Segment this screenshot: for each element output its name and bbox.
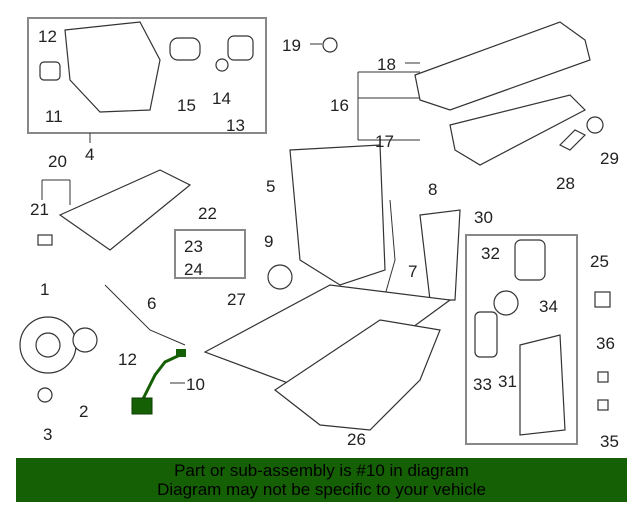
callout-28[interactable]: 28 xyxy=(556,174,575,193)
callout-15[interactable]: 15 xyxy=(177,96,196,115)
part-3 xyxy=(37,387,53,403)
oil-pan-gasket xyxy=(203,284,452,396)
callout-16[interactable]: 16 xyxy=(330,96,349,115)
callout-3[interactable]: 3 xyxy=(43,425,52,444)
callout-20[interactable]: 20 xyxy=(48,152,67,171)
callout-11[interactable]: 11 xyxy=(45,107,63,126)
callout-10[interactable]: 10 xyxy=(186,375,205,394)
part-14 xyxy=(215,58,229,72)
gasket-8 xyxy=(419,209,461,301)
callout-12b[interactable]: 12 xyxy=(118,350,137,369)
pulley-hub xyxy=(35,332,61,358)
vanos-housing xyxy=(64,21,161,113)
part-info-banner: Part or sub-assembly is #10 in diagram D… xyxy=(16,458,627,502)
callout-21[interactable]: 21 xyxy=(30,200,49,219)
callout-17[interactable]: 17 xyxy=(375,132,394,151)
engine-cover xyxy=(58,169,192,251)
timing-cover xyxy=(289,144,386,286)
valve-cover-gasket xyxy=(449,94,587,166)
part-19 xyxy=(322,37,338,53)
part-2 xyxy=(72,327,98,353)
callout-4[interactable]: 4 xyxy=(85,145,94,164)
seal-9 xyxy=(267,264,293,290)
callout-8[interactable]: 8 xyxy=(428,180,437,199)
oil-pan xyxy=(273,319,441,431)
callout-25[interactable]: 25 xyxy=(590,252,609,271)
group-box-4 xyxy=(27,17,267,134)
callout-27[interactable]: 27 xyxy=(227,290,246,309)
callout-9[interactable]: 9 xyxy=(264,232,273,251)
callout-12[interactable]: 12 xyxy=(38,27,57,46)
callout-7[interactable]: 7 xyxy=(408,262,417,281)
part-25 xyxy=(594,291,611,308)
callout-2[interactable]: 2 xyxy=(79,402,88,421)
gasket-7 xyxy=(384,199,396,296)
callout-36[interactable]: 36 xyxy=(596,334,615,353)
part-21 xyxy=(37,234,53,246)
callout-13[interactable]: 13 xyxy=(226,116,245,135)
callout-32[interactable]: 32 xyxy=(481,244,500,263)
part-10-sensor[interactable] xyxy=(131,349,186,415)
callout-6[interactable]: 6 xyxy=(147,294,156,313)
callout-14[interactable]: 14 xyxy=(212,89,231,108)
valve-cover xyxy=(414,21,591,111)
callout-1[interactable]: 1 xyxy=(40,280,49,299)
part-28 xyxy=(558,129,587,151)
housing-31 xyxy=(519,334,566,436)
group-box-30 xyxy=(465,234,578,445)
callout-30[interactable]: 30 xyxy=(474,208,493,227)
part-36 xyxy=(597,371,609,383)
callout-33[interactable]: 33 xyxy=(473,375,492,394)
banner-line-part: Part or sub-assembly is #10 in diagram xyxy=(174,461,469,480)
callout-29[interactable]: 29 xyxy=(600,149,619,168)
banner-line-disclaimer: Diagram may not be specific to your vehi… xyxy=(157,480,486,499)
part-35 xyxy=(597,399,609,411)
callout-31[interactable]: 31 xyxy=(498,372,517,391)
callout-22[interactable]: 22 xyxy=(198,204,217,223)
ring-34 xyxy=(493,290,519,316)
callout-5[interactable]: 5 xyxy=(266,177,275,196)
callout-26[interactable]: 26 xyxy=(347,430,366,449)
part-29 xyxy=(586,116,604,134)
part-13 xyxy=(227,35,254,61)
filter-33 xyxy=(474,311,498,358)
callout-18[interactable]: 18 xyxy=(377,55,396,74)
part-11 xyxy=(39,61,61,81)
callout-24[interactable]: 24 xyxy=(184,260,203,279)
callout-35[interactable]: 35 xyxy=(600,432,619,451)
group-box-22 xyxy=(174,229,246,279)
gasket-6 xyxy=(104,284,186,346)
callout-19[interactable]: 19 xyxy=(282,36,301,55)
leader-lines xyxy=(41,43,420,384)
filter-cap-32 xyxy=(514,239,546,281)
callout-34[interactable]: 34 xyxy=(539,297,558,316)
callout-23[interactable]: 23 xyxy=(184,237,203,256)
part-15 xyxy=(169,37,201,61)
